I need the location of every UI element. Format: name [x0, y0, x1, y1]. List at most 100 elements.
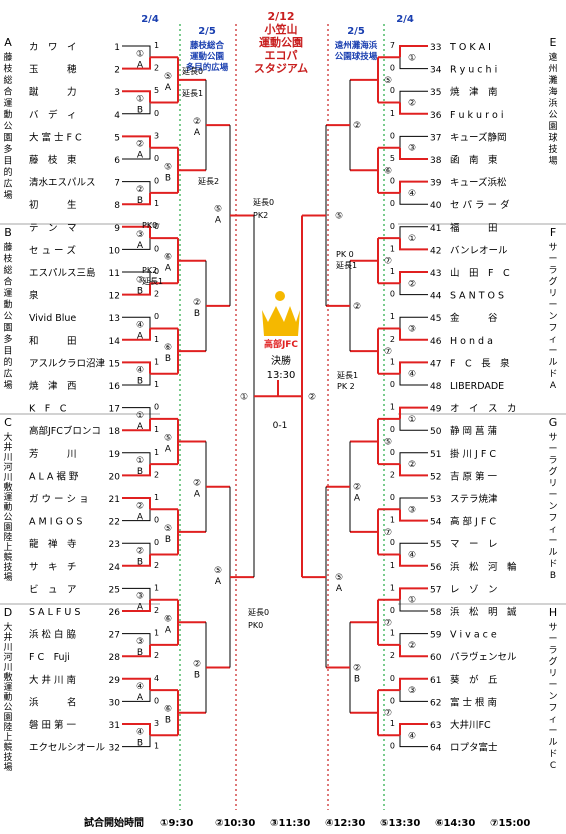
r1-left-score: 2 [154, 470, 159, 479]
slot-number-left: 31 [109, 721, 120, 731]
slot-number-right: 49 [430, 405, 442, 415]
venue-left-label: 運動公園 [190, 51, 224, 62]
r1-left-match-label: ② [136, 140, 144, 150]
schedule-slot: ⑦15:00 [490, 818, 530, 829]
r3-right-match-sub: B [354, 675, 360, 685]
group-venue-char: 動 [3, 692, 12, 703]
r1-left-match-label: ③ [136, 275, 144, 285]
team-name-left: S A L F U S [29, 607, 80, 618]
r1-right-line-bottom [399, 644, 428, 658]
group-venue-char: ー [548, 347, 557, 357]
group-venue-char: 場 [3, 761, 12, 773]
r2-left-match-label: ⑤ [164, 162, 172, 172]
group-venue-char: 的 [3, 166, 12, 178]
r2-left-match-label: ⑤ [164, 524, 172, 534]
group-venue-char: 公 [548, 110, 557, 121]
slot-number-right: 37 [430, 133, 441, 143]
schedule-slot: ③11:30 [270, 818, 310, 829]
group-venue-char: 競 [3, 551, 12, 563]
r1-left-line-top [122, 497, 151, 510]
group-venue-char: リ [548, 479, 557, 489]
r4-left-match-sub: A [215, 216, 222, 226]
group-venue-char: 公 [3, 702, 12, 713]
group-venue-char: ン [548, 502, 557, 512]
r1-right-match-label: ③ [408, 144, 416, 154]
group-venue-char: ド [548, 560, 557, 570]
r1-left-score: 0 [154, 403, 159, 412]
slot-number-right: 34 [430, 66, 442, 76]
group-venue-char: 公 [3, 512, 12, 523]
r3-right-match-label: ② [353, 121, 361, 131]
r1-left-match-label: ② [136, 547, 144, 557]
slot-number-right: 55 [430, 540, 441, 550]
group-venue-char: 枝 [3, 63, 12, 75]
group-venue-char: 動 [3, 110, 12, 121]
slot-number-left: 10 [109, 246, 121, 256]
team-name-left: Vivid Blue [29, 313, 76, 324]
r1-left-match-label: ② [136, 501, 144, 511]
score-annotation: 延長1 [337, 370, 358, 380]
venue-center-label: スタジアム [254, 62, 308, 75]
r1-right-score: 1 [390, 561, 395, 570]
r1-left-score: 1 [154, 448, 159, 457]
schedule-title: 試合開始時間 [84, 816, 144, 829]
team-name-left: F C Fuji [29, 652, 70, 663]
r1-left-line-bottom [122, 554, 151, 567]
slot-number-right: 59 [430, 631, 442, 641]
r1-right-score: 1 [390, 109, 395, 118]
group-venue-char: 上 [3, 542, 12, 553]
group-venue-char: サ [548, 242, 557, 253]
r1-right-line-top [399, 633, 428, 645]
slot-number-left: 18 [109, 427, 121, 437]
group-venue-char: 灘 [548, 74, 557, 86]
r1-left-match-sub: B [137, 648, 143, 658]
r1-right-line-bottom [399, 283, 428, 296]
team-name-right: 浜 松 河 輪 [450, 561, 517, 573]
team-name-left: 大 井 川 南 [29, 674, 76, 686]
team-name-right: T O K A I [449, 42, 491, 53]
slot-number-right: 43 [430, 269, 441, 279]
score-annotation: PK2 [142, 266, 157, 275]
group-venue-char: 技 [3, 561, 12, 573]
r2-left-match-sub: B [165, 354, 171, 364]
r1-right-line-top [399, 723, 428, 736]
group-venue-char: フ [548, 704, 557, 714]
score-annotation: 延長1 [182, 88, 203, 98]
r1-left-score: 3 [154, 131, 159, 140]
schedule-slot: ④12:30 [325, 818, 365, 829]
slot-number-right: 53 [430, 495, 441, 505]
team-name-right: S A N T O S [450, 291, 504, 302]
r1-left-line-bottom [122, 509, 151, 522]
group-venue-char: 大 [3, 621, 12, 633]
r3-left-match-label: ② [193, 117, 201, 127]
r2-left-match-sub: B [165, 716, 171, 726]
group-venue-char: 目 [3, 156, 12, 167]
r1-left-line-top [122, 407, 151, 419]
r1-right-score: 2 [390, 470, 395, 479]
r1-right-score: 0 [390, 290, 395, 299]
schedule-slot: ①9:30 [160, 818, 193, 829]
venue-center-label: エコパ [265, 49, 298, 62]
slot-number-right: 54 [430, 518, 442, 528]
group-venue-char: ー [548, 727, 557, 737]
r1-right-score: 2 [390, 335, 395, 344]
team-name-right: 焼 津 南 [450, 86, 498, 98]
r1-right-score: 1 [390, 267, 395, 276]
r1-left-line-top [122, 723, 151, 736]
r1-right-match-label: ① [408, 53, 416, 63]
slot-number-right: 41 [430, 224, 441, 234]
group-venue-char: ー [548, 635, 557, 645]
team-name-left: 清水エスパルス [29, 177, 96, 189]
group-letter-E: E [550, 36, 557, 49]
r1-left-line-bottom [122, 192, 151, 206]
r2-right-match-label: ⑤ [384, 76, 392, 86]
r1-right-line-bottom [399, 102, 428, 115]
group-venue-char: 陸 [3, 721, 12, 733]
r1-right-score: 0 [390, 222, 395, 231]
group-venue-char: 河 [3, 651, 12, 663]
date-left-round1: 2/4 [141, 14, 159, 25]
r2-right-match-label: ⑥ [384, 166, 392, 176]
r2-left-match-sub: A [165, 264, 172, 274]
r1-left-line-top [122, 361, 151, 374]
group-venue-char: 陸 [3, 531, 12, 543]
